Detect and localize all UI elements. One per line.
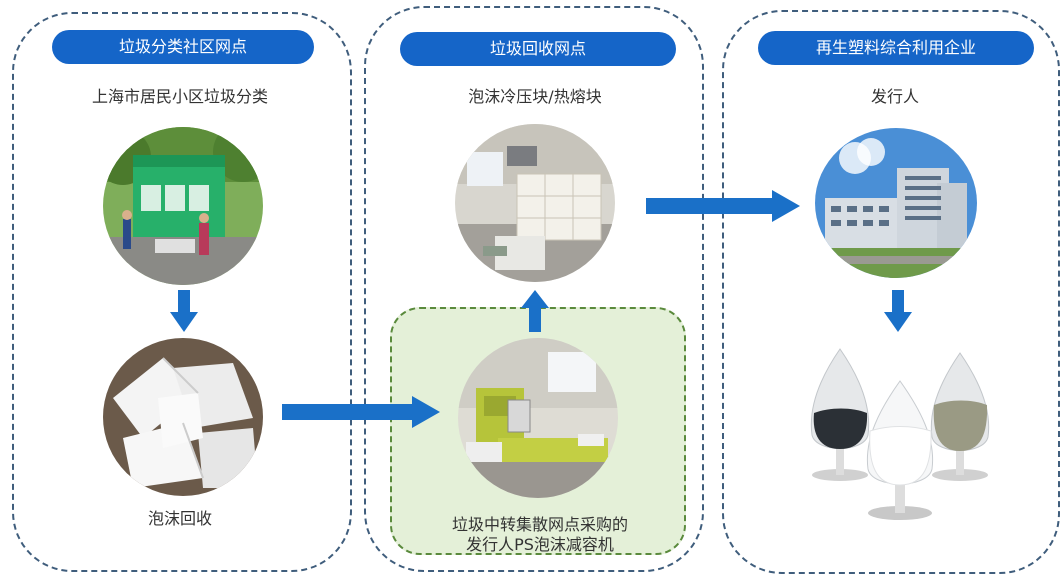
photo-plastic-pellets xyxy=(800,335,1000,530)
caption-foam-recycling: 泡沫回收 xyxy=(147,509,212,528)
photo-factory-building xyxy=(815,128,977,278)
arrow-right-blocks-to-enterprise xyxy=(646,190,800,222)
subtitle-enterprise: 发行人 xyxy=(870,87,919,106)
subtitle-recycling-point: 泡沫冷压块/热熔块 xyxy=(468,87,602,106)
panel-recycling-point xyxy=(364,6,704,572)
photo-foam-blocks xyxy=(455,124,615,282)
panel-header-recycling-point: 垃圾回收网点 xyxy=(400,32,676,66)
subtitle-community: 上海市居民小区垃圾分类 xyxy=(91,87,268,106)
caption-densifier-line-2: 发行人PS泡沫减容机 xyxy=(466,535,614,554)
panel-recycling-enterprise xyxy=(722,10,1060,574)
panel-header-community: 垃圾分类社区网点 xyxy=(52,30,314,64)
arrow-right-foam-to-machine xyxy=(282,396,440,428)
arrow-down-factory-to-pellets xyxy=(884,290,912,332)
arrow-up-machine-to-blocks xyxy=(521,290,549,332)
photo-foam-waste xyxy=(103,338,263,496)
caption-densifier-line-1: 垃圾中转集散网点采购的 xyxy=(451,515,628,534)
photo-sorting-kiosk xyxy=(103,127,263,285)
arrow-down-kiosk-to-foam xyxy=(170,290,198,332)
caption-densifier: 垃圾中转集散网点采购的 发行人PS泡沫减容机 xyxy=(395,515,685,555)
panel-header-enterprise: 再生塑料综合利用企业 xyxy=(758,31,1034,65)
panel-community-sorting xyxy=(12,12,352,572)
photo-ps-foam-densifier xyxy=(458,338,618,498)
